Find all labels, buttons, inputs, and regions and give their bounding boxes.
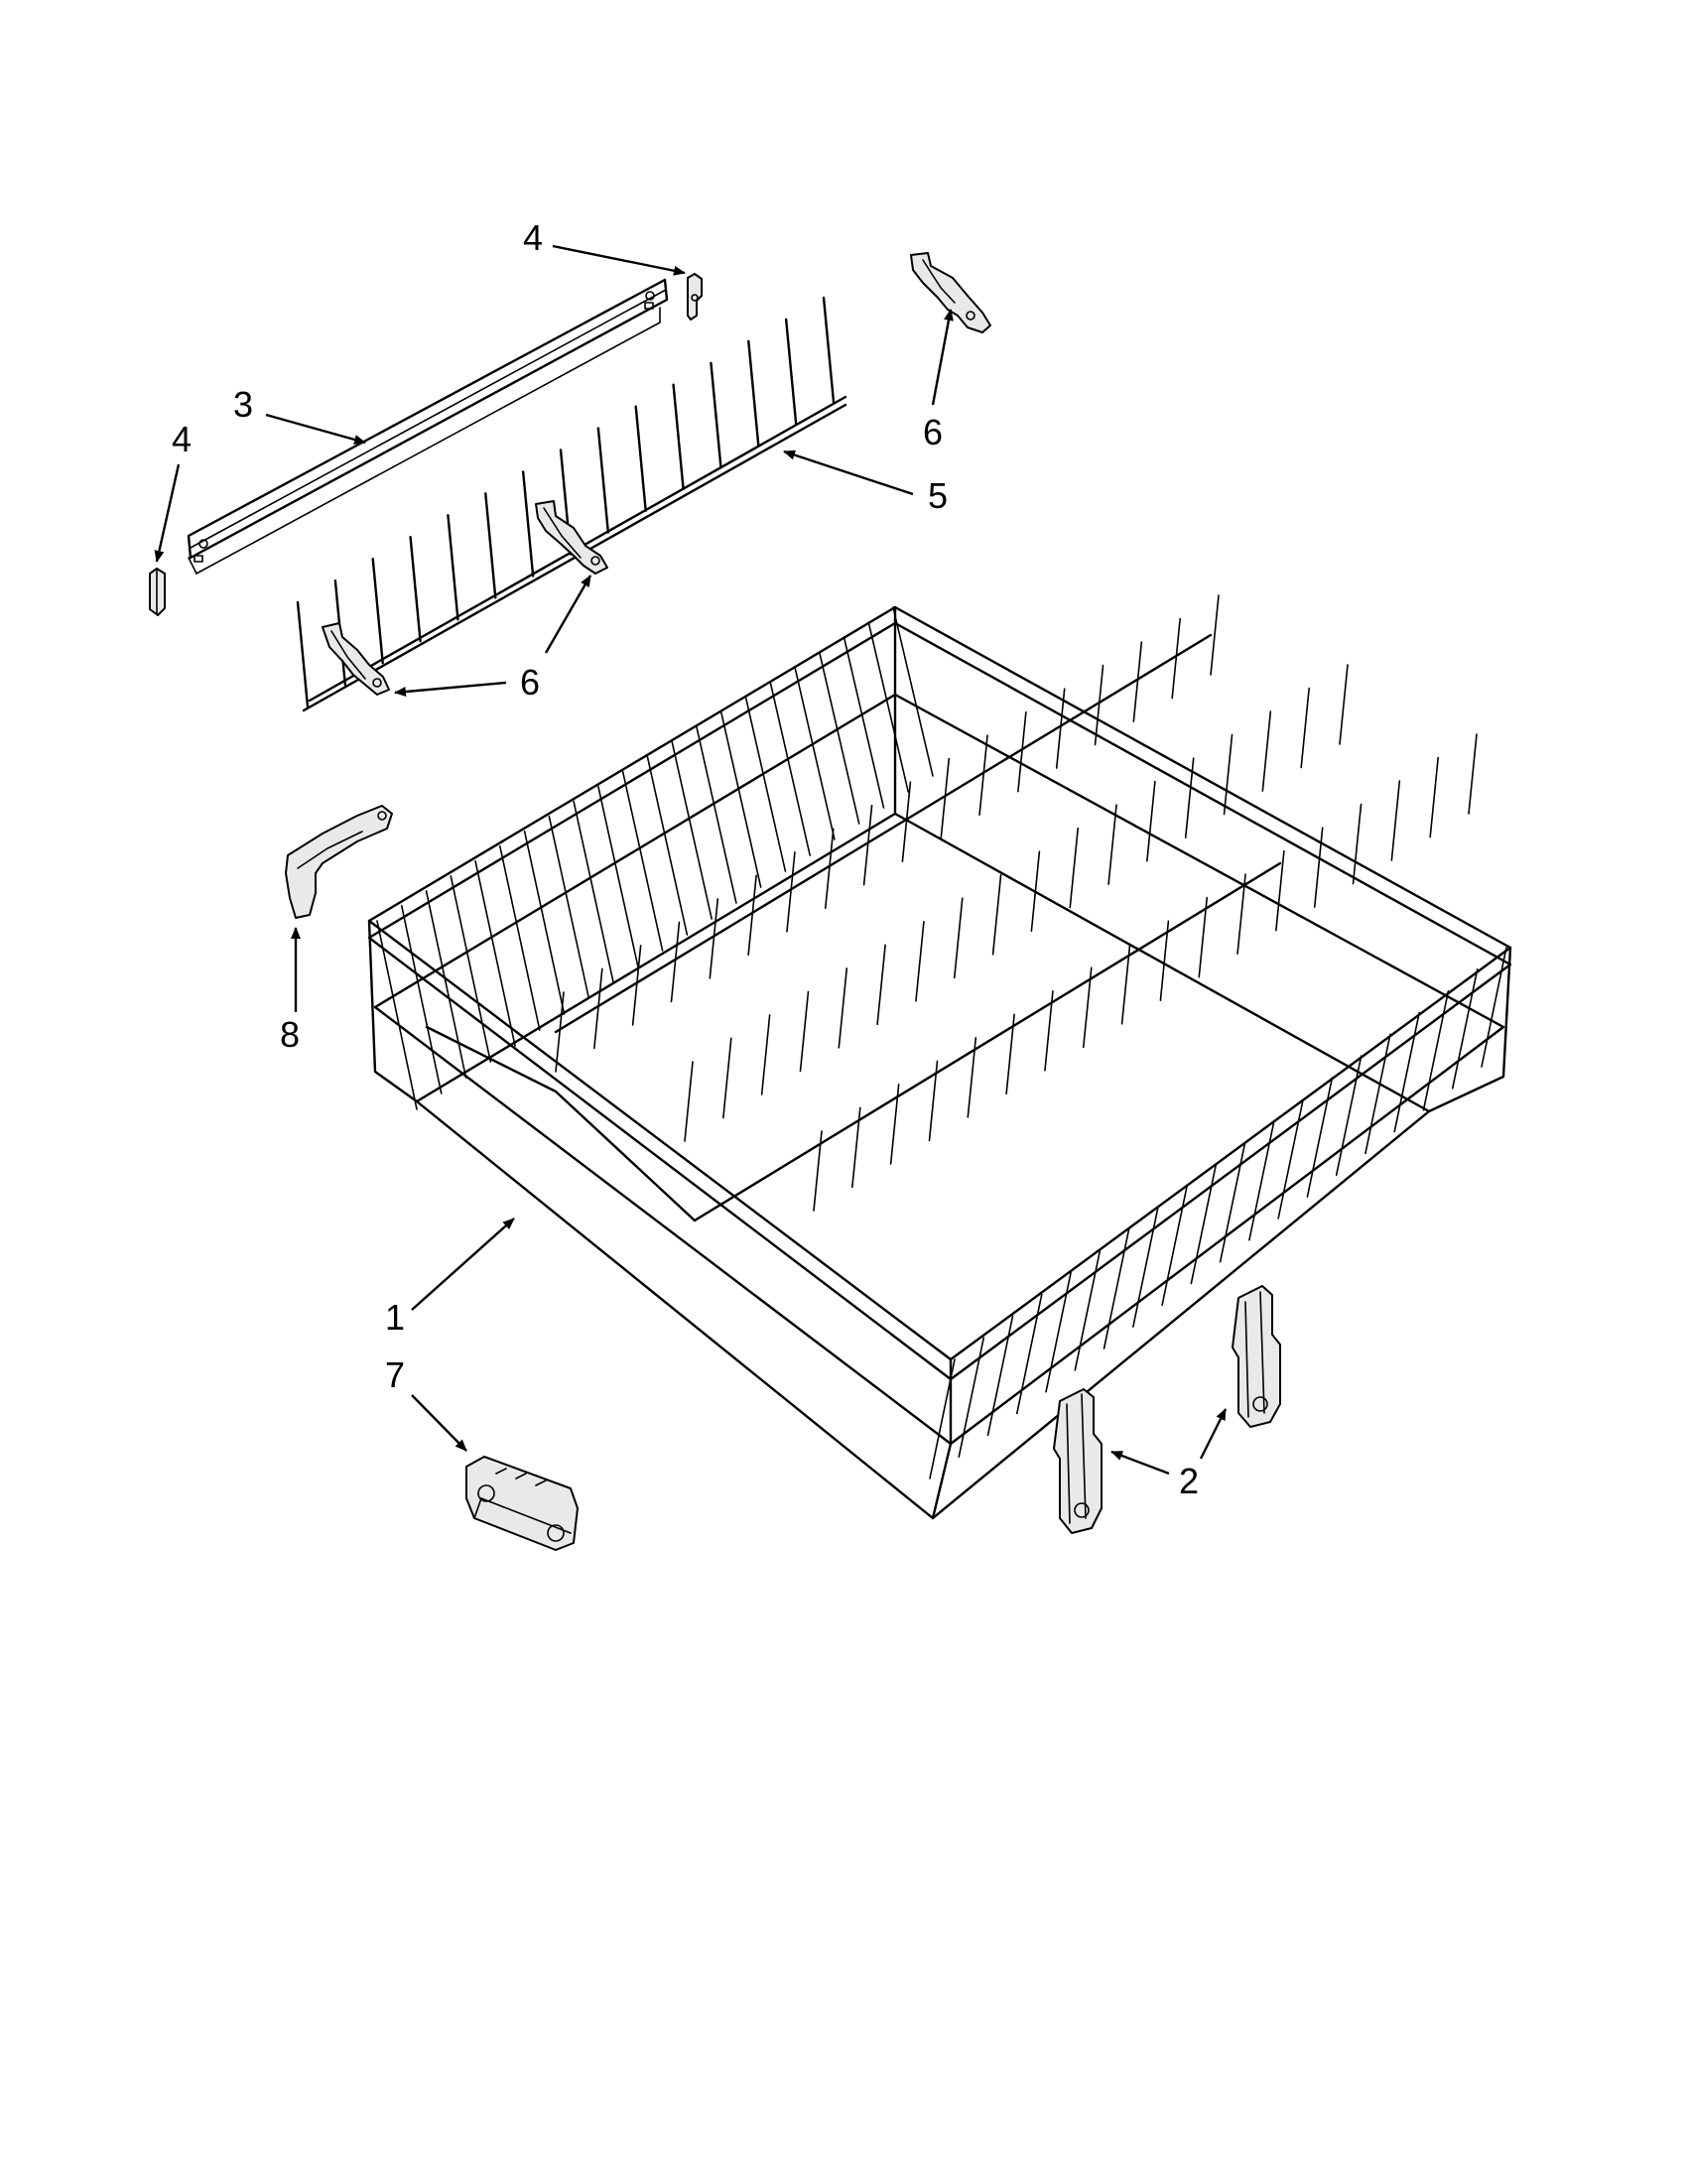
- callout-7: 7: [385, 1354, 405, 1395]
- leader-2b: [1199, 1408, 1228, 1460]
- leader-6a: [931, 309, 954, 406]
- rack-adjuster-right: [1232, 1285, 1281, 1428]
- leader-2a: [1110, 1450, 1170, 1476]
- callout-5: 5: [928, 475, 948, 516]
- rack-stop: [465, 1456, 579, 1551]
- rail-end-cap-right: [687, 273, 703, 321]
- callout-3: 3: [233, 384, 253, 425]
- rail-end-cap-left: [149, 568, 166, 616]
- callouts: 1 2 3 4 4 5 6 6 7 8: [172, 217, 1199, 1501]
- rack-adjuster-left: [1053, 1388, 1103, 1534]
- leader-3: [265, 413, 366, 445]
- upper-rack: [367, 594, 1512, 1520]
- leader-4a: [154, 463, 181, 563]
- tine-row: [296, 296, 847, 712]
- callout-4-left: 4: [172, 419, 192, 459]
- leader-5: [783, 450, 914, 496]
- leader-4b: [552, 244, 686, 276]
- leader-1: [411, 1218, 515, 1311]
- callout-4-right: 4: [523, 217, 543, 258]
- callout-6-right: 6: [923, 412, 943, 452]
- leader-lines: [154, 244, 1228, 1476]
- callout-1: 1: [385, 1297, 405, 1338]
- callout-8: 8: [280, 1014, 300, 1055]
- leader-6b: [544, 575, 592, 654]
- callout-6-center: 6: [520, 662, 540, 703]
- leader-6c: [394, 681, 507, 698]
- tine-clip-center: [535, 500, 608, 575]
- rail: [187, 278, 669, 575]
- clip: [285, 805, 393, 919]
- tine-clip-right: [910, 252, 991, 333]
- callout-2: 2: [1179, 1461, 1199, 1501]
- leader-7: [411, 1394, 467, 1452]
- tine-clip-left: [322, 622, 390, 696]
